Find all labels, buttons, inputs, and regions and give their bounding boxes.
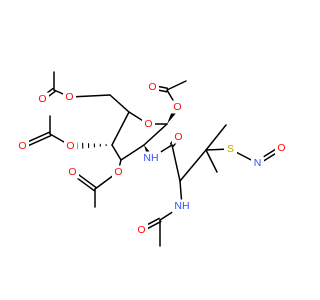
nitroso-oxygen-atom: O [275,141,288,155]
amide-nh-atom: NH [141,151,161,165]
c4-carbonyl-oxygen-atom: O [16,139,29,153]
svg-text:NH: NH [174,200,189,212]
svg-text:O: O [68,166,76,178]
nitroso-nitrogen-atom: N [251,156,264,170]
bond-C3-C2 [120,144,145,161]
svg-text:O: O [137,224,145,236]
sulfur-atom: S [224,142,237,156]
bond-C6-O6 [69,94,111,98]
c6-carbonyl-oxygen-atom: O [36,92,49,106]
svg-text:O: O [65,91,73,103]
svg-text:O: O [148,81,156,93]
ring-oxygen-atom: O [142,117,155,131]
svg-text:O: O [174,131,182,143]
svg-text:NH: NH [143,152,158,164]
c3-carbonyl-oxygen-atom: O [66,165,79,179]
svg-text:O: O [173,101,181,113]
svg-text:O: O [66,140,74,152]
svg-text:O: O [114,166,122,178]
svg-text:O: O [38,93,46,105]
svg-text:O: O [18,140,26,152]
bond-C2-C1 [143,123,168,146]
atom-labels-layer: O O O O O O O O O NH O S N O NH O [16,80,288,237]
c1-ester-oxygen-atom: O [171,100,184,114]
svg-text:O: O [277,142,285,154]
amide-carbonyl-oxygen-atom: O [172,130,185,144]
c4-ester-oxygen-atom: O [64,139,77,153]
svg-text:N: N [254,157,262,169]
bond-C5-C4 [111,111,130,146]
acetamido-nh-atom: NH [172,199,192,213]
bond-C5-C6 [109,94,130,113]
bond-C12-C13 [179,149,207,182]
bond-C4-C3 [111,144,122,161]
bond-C7-Me7 [166,80,187,91]
svg-text:O: O [144,118,152,130]
c6-ester-oxygen-atom: O [63,90,76,104]
c1-carbonyl-oxygen-atom: O [146,80,159,94]
molecule-structure: O O O O O O O O O NH O S N O NH O [16,71,288,247]
bond-C11-C12 [171,144,181,182]
bond-C13-Me13a [205,124,227,151]
acetamido-carbonyl-oxygen-atom: O [135,223,148,237]
svg-text:S: S [227,143,234,155]
bond-C13-Me13b [205,149,218,173]
c3-ester-oxygen-atom: O [112,165,125,179]
